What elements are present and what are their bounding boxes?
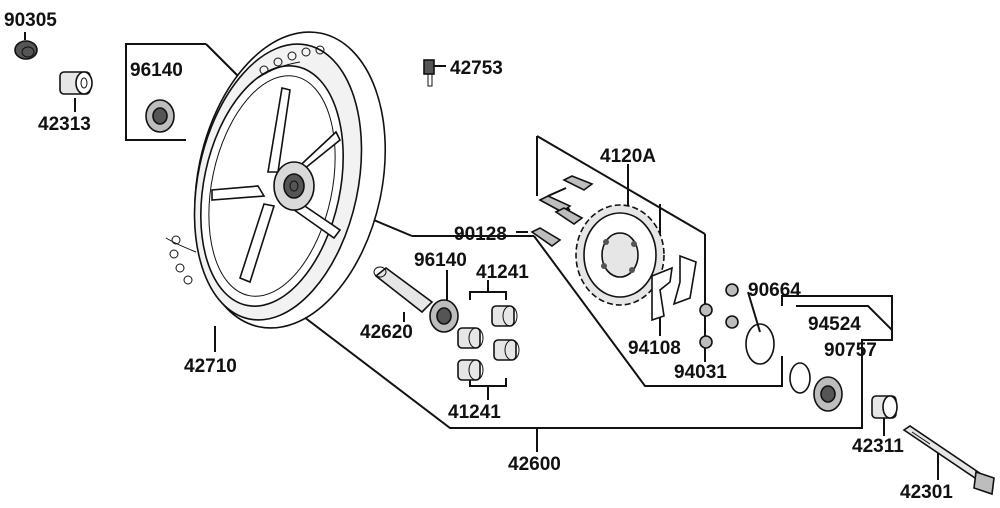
valve-42753 [423, 59, 435, 87]
spacer-42620 [373, 266, 434, 314]
wheel-42710 [165, 31, 387, 329]
leader-lines [24, 32, 939, 480]
bearing-90757 [813, 376, 843, 412]
label-96140-right: 96140 [414, 250, 467, 271]
sprocket-4120a [575, 204, 665, 306]
label-42710: 42710 [184, 356, 237, 377]
label-42313: 42313 [38, 114, 91, 135]
lockplate-94108 [651, 254, 697, 322]
label-94524: 94524 [808, 314, 861, 335]
collar-42313 [59, 71, 93, 95]
label-90128: 90128 [454, 224, 507, 245]
dampers-41241 [457, 305, 520, 381]
collar-42311 [871, 395, 898, 419]
bearing-96140-left [145, 99, 175, 133]
label-4120a: 4120A [600, 146, 656, 167]
part-labels: 90305 42313 96140 42753 4120A 90128 9614… [4, 10, 953, 503]
axle-42301 [902, 425, 995, 496]
studs-90128 [530, 175, 594, 247]
nut-90305 [14, 40, 38, 60]
bearing-96140-right [429, 299, 459, 333]
label-90305: 90305 [4, 10, 57, 31]
label-41241-top: 41241 [476, 262, 529, 283]
label-90664: 90664 [748, 280, 801, 301]
nuts-94031 [699, 283, 739, 349]
label-42753: 42753 [450, 58, 503, 79]
circlip-94524 [789, 362, 811, 394]
label-90757: 90757 [824, 340, 877, 361]
label-42301: 42301 [900, 482, 953, 503]
label-94031: 94031 [674, 362, 727, 383]
label-41241-bottom: 41241 [448, 402, 501, 423]
label-42620: 42620 [360, 322, 413, 343]
label-42600: 42600 [508, 454, 561, 475]
circlip-90664 [745, 323, 775, 365]
label-94108: 94108 [628, 338, 681, 359]
label-96140-left: 96140 [130, 60, 183, 81]
label-42311: 42311 [852, 436, 904, 457]
